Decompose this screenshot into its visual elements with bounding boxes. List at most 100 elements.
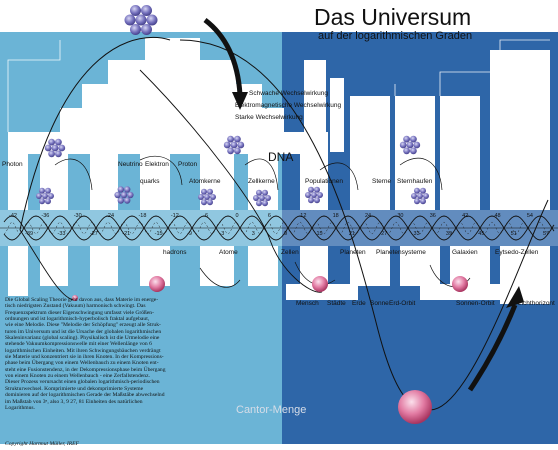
atom-clusters [36, 4, 429, 207]
label-sonnen-orbit: Sonnen-Orbit [456, 300, 495, 307]
atom-ball [207, 199, 213, 206]
label-mensch: Mensch [296, 300, 319, 307]
force-em-label: Elektromagnetische Wechselwirkung [235, 102, 342, 109]
atom-ball [420, 187, 426, 194]
atom-ball [230, 141, 238, 149]
atom-ball [403, 147, 410, 155]
scale-tick-label: 24 [365, 213, 372, 219]
scale-tick-label: -12 [170, 213, 179, 219]
scale-tick-label: 39 [445, 231, 453, 237]
scale-tick-label: 21 [348, 231, 355, 237]
atom-ball [265, 195, 271, 201]
label-galaxien: Galaxien [452, 249, 478, 256]
atom-ball [141, 24, 152, 36]
scale-tick-label: 18 [332, 213, 339, 219]
label-sternhaufen: Sternhaufen [397, 178, 433, 185]
atom-ball [58, 144, 66, 152]
scale-tick-label: 42 [462, 213, 469, 219]
force-strong-label: Starke Wechselwirkung [235, 114, 303, 121]
atom-ball [406, 141, 414, 149]
scale-tick-label: -30 [73, 213, 82, 219]
atom-ball [399, 141, 407, 149]
atom-ball [262, 189, 268, 196]
label-erd-orbit: Erd-Orbit [389, 300, 416, 307]
big-arc-left [19, 36, 171, 231]
copyright-text: Copyright Hartmut Müller, IREF [5, 441, 79, 447]
atom-ball [42, 193, 48, 199]
scale-tick-label: 3 [251, 231, 255, 237]
scale-tick-label: -6 [203, 213, 209, 219]
atom-ball [223, 141, 231, 149]
label-sterne: Sterne [372, 178, 392, 185]
label-neutrino: Neutrino [118, 161, 143, 168]
scale-tick-label: -21 [122, 231, 131, 237]
atom-ball [210, 194, 216, 200]
sphere-galaxien [452, 276, 468, 292]
scale-tick-label: 6 [267, 213, 271, 219]
atom-ball [130, 4, 141, 16]
scale-tick-label: -33 [57, 231, 66, 237]
atom-ball [308, 186, 314, 193]
label-photon: Photon [2, 161, 23, 168]
atom-ball [314, 186, 320, 193]
atom-ball [420, 198, 426, 205]
atom-ball [410, 135, 417, 143]
scale-tick-label: 27 [381, 231, 388, 237]
low-arc-left [19, 229, 76, 301]
atom-ball [256, 200, 262, 207]
scale-tick-label: -36 [41, 213, 50, 219]
atom-ball [227, 135, 235, 143]
atom-ball [117, 186, 125, 193]
atom-ball [417, 193, 423, 199]
arrow-bottom [467, 304, 518, 392]
atom-ball [48, 193, 54, 199]
atom-ball [414, 198, 420, 205]
scale-tick-label: 30 [397, 213, 404, 219]
scale-tick-label: 45 [478, 231, 485, 237]
label-sonne: Sonne [370, 300, 389, 307]
atom-ball [124, 197, 131, 204]
label-atome: Atome [219, 249, 238, 256]
atom-ball [44, 144, 52, 152]
atom-ball [410, 147, 417, 155]
scale-tick-label: 54 [526, 213, 533, 219]
scale-tick-label: -15 [154, 231, 163, 237]
atom-ball [308, 197, 314, 204]
atom-ball [117, 197, 125, 204]
label-cantor-menge: Cantor-Menge [236, 404, 307, 416]
atom-ball [127, 191, 134, 199]
label-erde: Erde [352, 300, 366, 307]
atom-ball [39, 187, 45, 194]
label-zellen: Zellen [281, 249, 299, 256]
atom-ball [51, 144, 59, 152]
atom-ball [227, 147, 235, 155]
scale-tick-label: -18 [138, 213, 147, 219]
atom-ball [141, 4, 152, 16]
scale-tick-label: -27 [89, 231, 98, 237]
atom-ball [317, 192, 323, 198]
scale-tick-label: 51 [510, 231, 517, 237]
atom-ball [413, 141, 421, 149]
description-text: Die Global Scaling Theorie geht davon au… [5, 297, 166, 411]
atom-ball [423, 193, 429, 199]
atom-ball [314, 197, 320, 204]
arrow-top [203, 18, 243, 96]
label-eytsedo-zellen: Eytsedo-Zellen [495, 249, 539, 256]
scale-tick-label: -24 [106, 213, 115, 219]
atom-ball [135, 14, 147, 26]
label-planetensysteme: Planetensysteme [376, 249, 426, 256]
atom-ball [201, 199, 207, 206]
label-electron: Elektron [145, 161, 169, 168]
sphere-hadrons [149, 276, 165, 292]
atom-ball [305, 192, 311, 198]
label-zellkerne: Zellkerne [248, 178, 275, 185]
scale-tick-label: 48 [494, 213, 501, 219]
atom-ball [124, 186, 131, 193]
atom-ball [55, 138, 62, 146]
label-dna: DNA [268, 150, 294, 164]
sphere-zellen [312, 276, 328, 292]
scale-tick-label: 33 [413, 231, 420, 237]
scale-tick-label: 15 [316, 231, 323, 237]
scale-tick-label: -39 [25, 231, 34, 237]
